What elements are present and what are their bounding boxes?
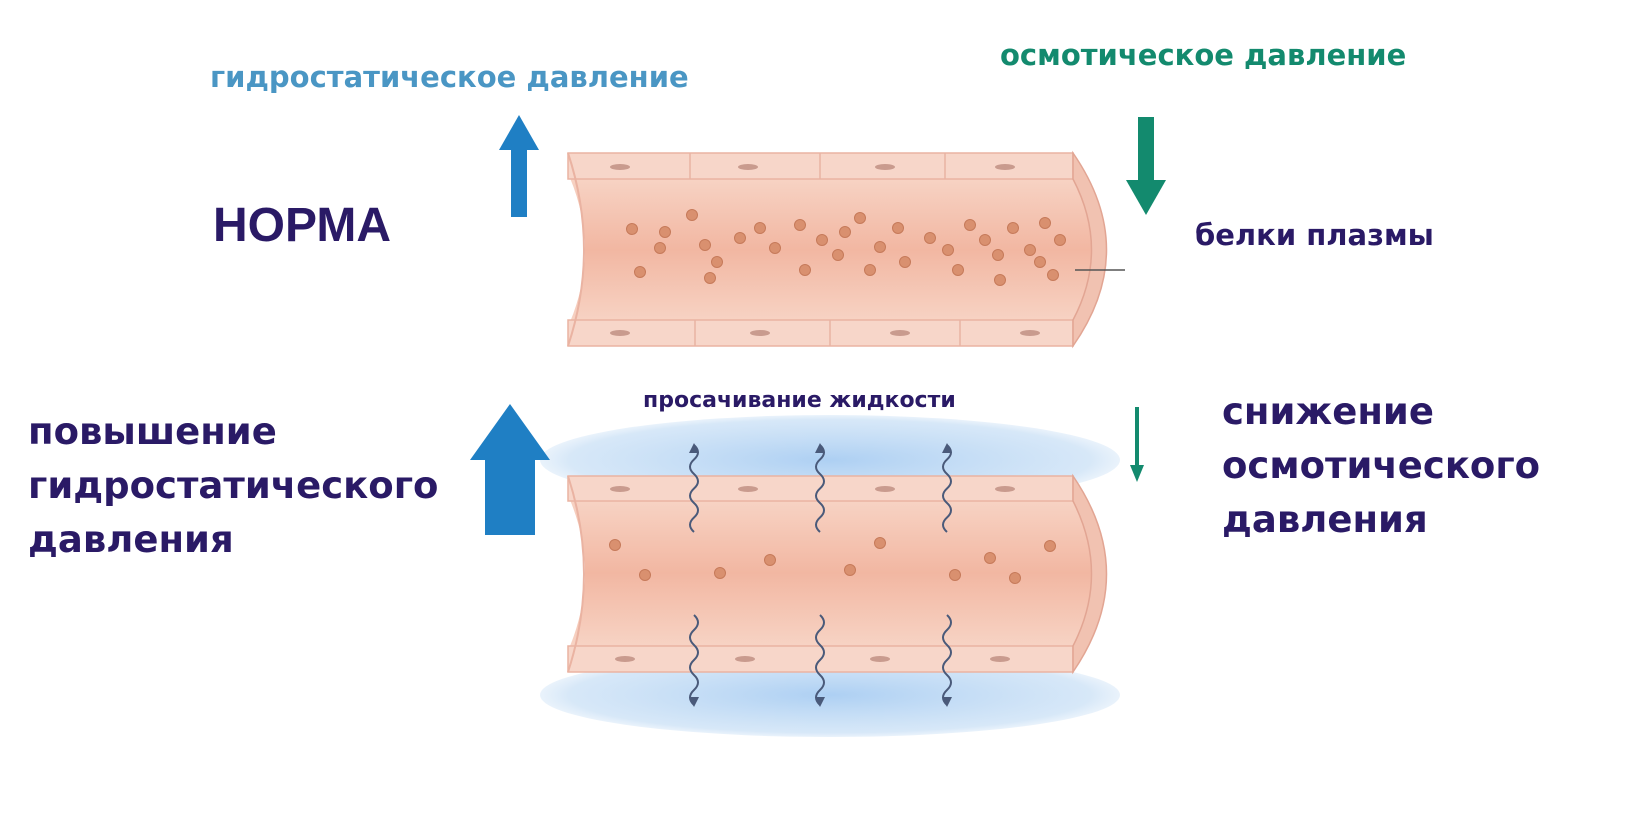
- plasma-protein-dot: [705, 273, 716, 284]
- plasma-protein-dot: [893, 223, 904, 234]
- plasma-protein-dot: [925, 233, 936, 244]
- hydrostatic-pressure-label: гидростатическое давление: [210, 60, 689, 94]
- plasma-protein-dot: [1008, 223, 1019, 234]
- label-line: давления: [1222, 493, 1640, 547]
- vessel-edema: [540, 415, 1120, 737]
- plasma-protein-dot: [840, 227, 851, 238]
- label-line: повышение: [28, 405, 498, 459]
- hydrostatic-increase-label: повышение гидростатического давления: [28, 405, 498, 567]
- plasma-protein-dot: [1045, 541, 1056, 552]
- plasma-protein-dot: [1035, 257, 1046, 268]
- plasma-protein-dot: [1048, 270, 1059, 281]
- plasma-protein-dot: [817, 235, 828, 246]
- plasma-proteins-label: белки плазмы: [1195, 218, 1434, 252]
- plasma-protein-dot: [965, 220, 976, 231]
- plasma-protein-dot: [1040, 218, 1051, 229]
- plasma-protein-dot: [993, 250, 1004, 261]
- plasma-protein-dot: [1055, 235, 1066, 246]
- plasma-protein-dot: [980, 235, 991, 246]
- plasma-protein-dot: [715, 568, 726, 579]
- plasma-protein-dot: [795, 220, 806, 231]
- plasma-protein-dot: [687, 210, 698, 221]
- plasma-protein-dot: [610, 540, 621, 551]
- plasma-protein-dot: [627, 224, 638, 235]
- thin-arrow-down-icon: [1130, 407, 1144, 482]
- plasma-protein-dot: [833, 250, 844, 261]
- fluid-seepage-label: просачивание жидкости: [643, 388, 956, 413]
- plasma-protein-dot: [655, 243, 666, 254]
- osmotic-pressure-label: осмотическое давление: [1000, 38, 1406, 72]
- plasma-protein-dot: [1010, 573, 1021, 584]
- plasma-protein-dot: [770, 243, 781, 254]
- vessel-normal: [568, 153, 1125, 346]
- plasma-protein-dot: [755, 223, 766, 234]
- plasma-protein-dot: [985, 553, 996, 564]
- plasma-protein-dot: [800, 265, 811, 276]
- plasma-protein-dot: [735, 233, 746, 244]
- plasma-protein-dot: [660, 227, 671, 238]
- plasma-protein-dot: [950, 570, 961, 581]
- plasma-protein-dot: [900, 257, 911, 268]
- plasma-protein-dot: [943, 245, 954, 256]
- arrow-down-icon: [1126, 117, 1166, 215]
- plasma-protein-dot: [995, 275, 1006, 286]
- plasma-protein-dot: [875, 242, 886, 253]
- vessel-lumen: [570, 178, 1093, 322]
- vessel-wall-bottom: [568, 320, 1073, 346]
- label-line: осмотического: [1222, 439, 1640, 493]
- label-line: гидростатического: [28, 459, 498, 513]
- osmotic-decrease-label: снижение осмотического давления: [1222, 385, 1640, 547]
- norm-label: НОРМА: [213, 198, 391, 253]
- plasma-protein-dot: [865, 265, 876, 276]
- plasma-protein-dot: [712, 257, 723, 268]
- plasma-protein-dot: [640, 570, 651, 581]
- plasma-protein-dot: [765, 555, 776, 566]
- label-line: давления: [28, 513, 498, 567]
- arrow-up-icon: [499, 115, 539, 217]
- plasma-protein-dot: [875, 538, 886, 549]
- plasma-protein-dot: [1025, 245, 1036, 256]
- plasma-protein-dot: [953, 265, 964, 276]
- plasma-protein-dot: [855, 213, 866, 224]
- plasma-protein-dot: [845, 565, 856, 576]
- label-line: снижение: [1222, 385, 1640, 439]
- plasma-protein-dot: [635, 267, 646, 278]
- plasma-protein-dot: [700, 240, 711, 251]
